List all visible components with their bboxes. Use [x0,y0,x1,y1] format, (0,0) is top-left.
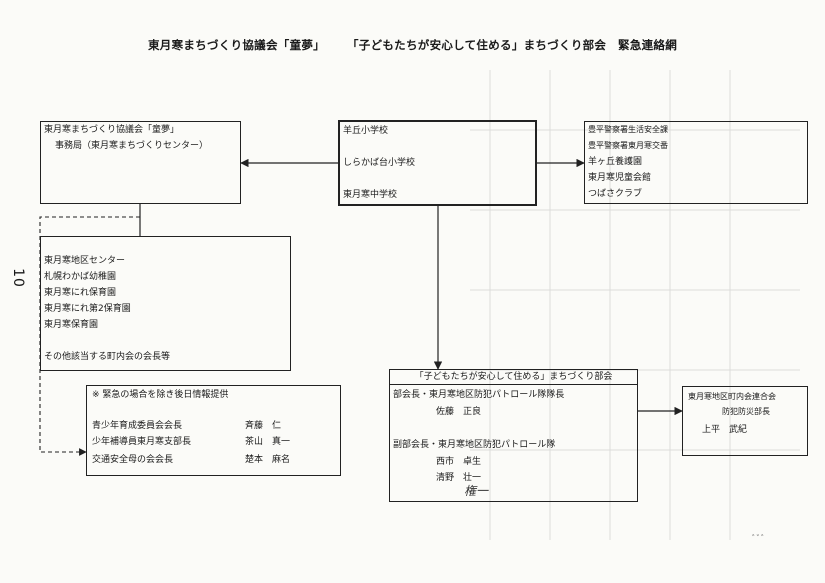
committee-header: 「子どもたちが安心して住める」まちづくり部会 [414,372,613,382]
police-item-5: つばさクラブ [588,189,643,199]
federation-role: 防犯防災部長 [722,407,770,416]
committee-vice-name-1: 西市 卓生 [436,457,482,467]
school-item-2: しらかば台小学校 [343,158,416,168]
bleed-through-texture [470,70,800,540]
info-role-2: 少年補導員東月寒支部長 [92,437,192,447]
committee-chair-name: 佐藤 正良 [436,407,482,417]
scan-speck: ﾞﾞﾞ [752,535,766,545]
facility-item-5: 東月寒保育園 [44,320,99,330]
info-role-3: 交通安全母の会会長 [92,455,174,465]
info-role-1: 青少年育成委員会会長 [92,421,183,431]
police-item-3: 羊ヶ丘養護園 [588,157,643,167]
facilities-box: 東月寒地区センター 札幌わかば幼稚園 東月寒にれ保育園 東月寒にれ第2保育園 東… [40,236,291,371]
title-part2: 「子どもたちが安心して住める」まちづくり部会 緊急連絡網 [346,38,678,52]
police-box: 豊平警察署生活安全課 豊平警察署東月寒交番 羊ヶ丘養護園 東月寒児童会館 つばさ… [584,121,808,204]
office-name: 東月寒まちづくり協議会「童夢」 [44,125,180,135]
federation-box: 東月寒地区町内会連合会 防犯防災部長 上平 武紀 [682,386,808,456]
committee-vice-role: 副部会長・東月寒地区防犯パトロール隊 [393,440,556,450]
facility-item-1: 東月寒地区センター [44,256,126,266]
page-title: 東月寒まちづくり協議会「童夢」 「子どもたちが安心して住める」まちづくり部会 緊急… [0,37,825,53]
title-part1: 東月寒まちづくり協議会「童夢」 [147,38,325,52]
facility-item-4: 東月寒にれ第2保育園 [44,304,131,314]
info-name-2: 茶山 真一 [245,437,291,447]
committee-chair-role: 部会長・東月寒地区防犯パトロール隊隊長 [393,390,565,400]
school-item-1: 羊丘小学校 [343,126,389,136]
info-heading: ※ 緊急の場合を除き後日情報提供 [92,390,229,400]
info-name-3: 楚本 麻名 [245,455,291,465]
police-item-4: 東月寒児童会館 [588,173,652,183]
facility-item-3: 東月寒にれ保育園 [44,288,117,298]
schools-box: 羊丘小学校 しらかば台小学校 東月寒中学校 [338,120,537,206]
committee-box: 「子どもたちが安心して住める」まちづくり部会 部会長・東月寒地区防犯パトロール隊… [389,369,638,502]
handwritten-correction: 権一 [464,484,489,498]
committee-header-row: 「子どもたちが安心して住める」まちづくり部会 [390,370,637,385]
office-secretariat: 事務局（東月寒まちづくりセンター） [55,141,209,151]
school-item-3: 東月寒中学校 [343,190,398,200]
info-name-1: 斉藤 仁 [245,421,282,431]
office-box: 東月寒まちづくり協議会「童夢」 事務局（東月寒まちづくりセンター） [40,121,241,204]
police-item-1: 豊平警察署生活安全課 [588,125,668,134]
police-item-2: 豊平警察署東月寒交番 [588,141,668,150]
facilities-footer: その他該当する町内会の会長等 [44,352,171,362]
federation-person: 上平 武紀 [702,425,748,435]
committee-vice-name-2: 清野 壮一 [436,473,482,483]
facility-item-2: 札幌わかば幼稚園 [44,272,117,282]
federation-name: 東月寒地区町内会連合会 [688,392,776,401]
info-box: ※ 緊急の場合を除き後日情報提供 青少年育成委員会会長 斉藤 仁 少年補導員東月… [86,385,341,476]
